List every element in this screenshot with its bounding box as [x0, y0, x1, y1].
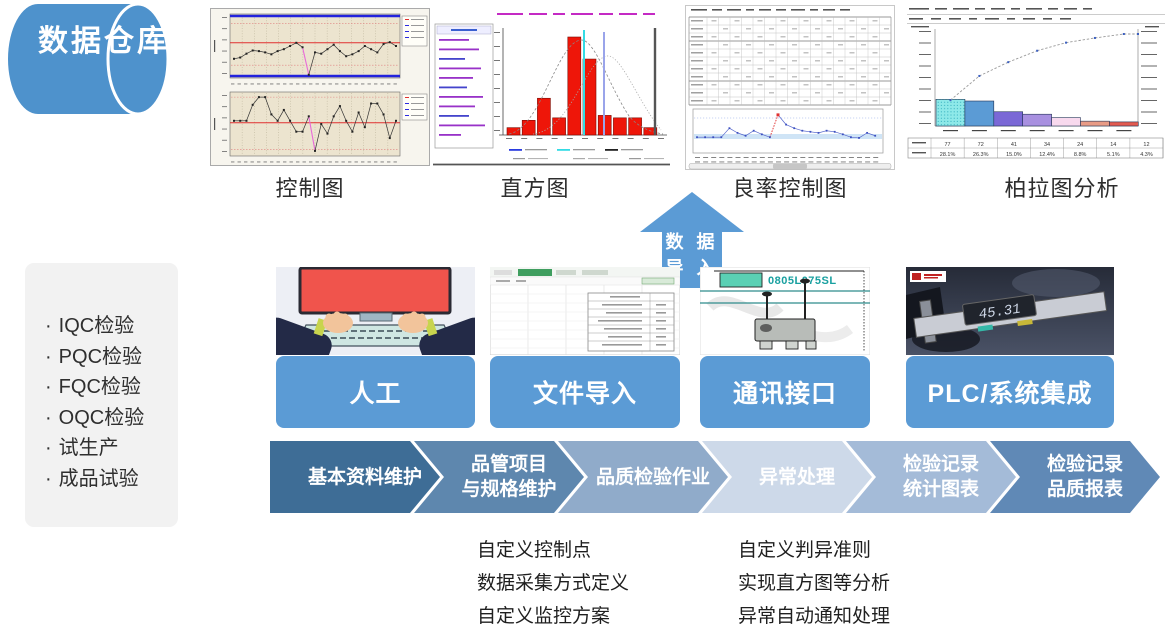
svg-text:72: 72 [978, 142, 984, 148]
process-flow-arrows [270, 441, 1160, 513]
pareto-chart-thumbnail: 77 28.1% 72 26.3% 41 15.0% 34 12.4% 24 8.8% 14 5.1%… [905, 5, 1167, 163]
svg-text:24: 24 [1077, 142, 1083, 148]
flow-step-basic-data: 基本资料维护 [307, 466, 422, 488]
chart-caption-histogram: 直方图 [500, 176, 570, 201]
svg-text:15.0%: 15.0% [1006, 152, 1022, 158]
svg-text:26.3%: 26.3% [973, 152, 989, 158]
list-item: ·成品试验 [45, 467, 139, 490]
list-item: ·IQC检验 [45, 315, 135, 337]
input-label-file-import: 文件导入 [490, 356, 680, 428]
svg-text:34: 34 [1044, 142, 1050, 148]
yield-control-chart-thumbnail [685, 5, 895, 170]
caliper-photo-image: 45.31 [906, 267, 1114, 355]
flow-step-qc-items: 品管项目与规格维护 [461, 454, 557, 500]
histogram-thumbnail [433, 8, 670, 166]
list-item: ·FQC检验 [45, 376, 141, 398]
svg-text:5.1%: 5.1% [1107, 152, 1120, 158]
chart-caption-pareto: 柏拉图分析 [1004, 176, 1120, 201]
svg-text:12: 12 [1143, 142, 1149, 148]
note-line: 实现直方图等分析 [738, 573, 891, 594]
up-arrow-icon [640, 192, 744, 288]
input-column-manual: 人工 [276, 267, 475, 428]
svg-text:77: 77 [945, 142, 951, 148]
flow-step-record-reports: 检验记录品质报表 [1046, 454, 1123, 500]
flow-step-exception: 异常处理 [758, 466, 835, 488]
feature-notes-left: 自定义控制点 数据采集方式定义 自定义监控方案 [477, 534, 629, 632]
control-chart-thumbnail [210, 8, 430, 166]
note-line: 异常自动通知处理 [738, 606, 891, 627]
caliper-lcd-readout: 45.31 [978, 302, 1022, 324]
svg-text:12.4%: 12.4% [1039, 152, 1055, 158]
typing-hands-illustration [276, 267, 475, 355]
spreadsheet-image [490, 267, 680, 355]
input-column-comm-interface: 0805L075SL 通讯接口 [700, 267, 870, 428]
data-warehouse-cylinder: 数据仓库 [8, 2, 178, 117]
inspection-types-card: ·IQC检验 ·PQC检验 ·FQC检验 ·OQC检验 ·试生产 ·成品试验 [25, 263, 178, 527]
input-column-file-import: 文件导入 [490, 267, 680, 428]
svg-text:14: 14 [1110, 142, 1116, 148]
flow-step-record-charts: 检验记录统计图表 [902, 454, 979, 500]
note-line: 自定义判异准则 [738, 540, 872, 561]
component-diagram-image: 0805L075SL [700, 267, 870, 355]
chart-caption-control: 控制图 [275, 176, 345, 201]
list-item: ·试生产 [45, 437, 119, 459]
flow-step-inspection: 品质检验作业 [595, 466, 710, 488]
list-item: ·OQC检验 [45, 406, 145, 429]
svg-text:8.8%: 8.8% [1074, 152, 1087, 158]
note-line: 数据采集方式定义 [477, 573, 630, 594]
svg-text:4.3%: 4.3% [1140, 152, 1153, 158]
input-column-plc: 45.31 PLC/系统集成 [906, 267, 1114, 428]
cylinder-icon [8, 2, 170, 116]
input-label-manual: 人工 [276, 356, 475, 428]
svg-text:28.1%: 28.1% [940, 152, 956, 158]
warehouse-label: 数据仓库 [38, 25, 170, 58]
feature-notes-right: 自定义判异准则 实现直方图等分析 异常自动通知处理 [738, 534, 890, 632]
chart-caption-yield: 良率控制图 [732, 176, 848, 201]
note-line: 自定义监控方案 [477, 606, 611, 627]
note-line: 自定义控制点 [477, 540, 592, 561]
list-item: ·PQC检验 [45, 345, 143, 368]
input-label-plc: PLC/系统集成 [906, 356, 1114, 428]
svg-text:41: 41 [1011, 142, 1017, 148]
input-label-comm-interface: 通讯接口 [700, 356, 870, 428]
inspection-types-list: ·IQC检验 ·PQC检验 ·FQC检验 ·OQC检验 ·试生产 ·成品试验 [25, 263, 178, 494]
